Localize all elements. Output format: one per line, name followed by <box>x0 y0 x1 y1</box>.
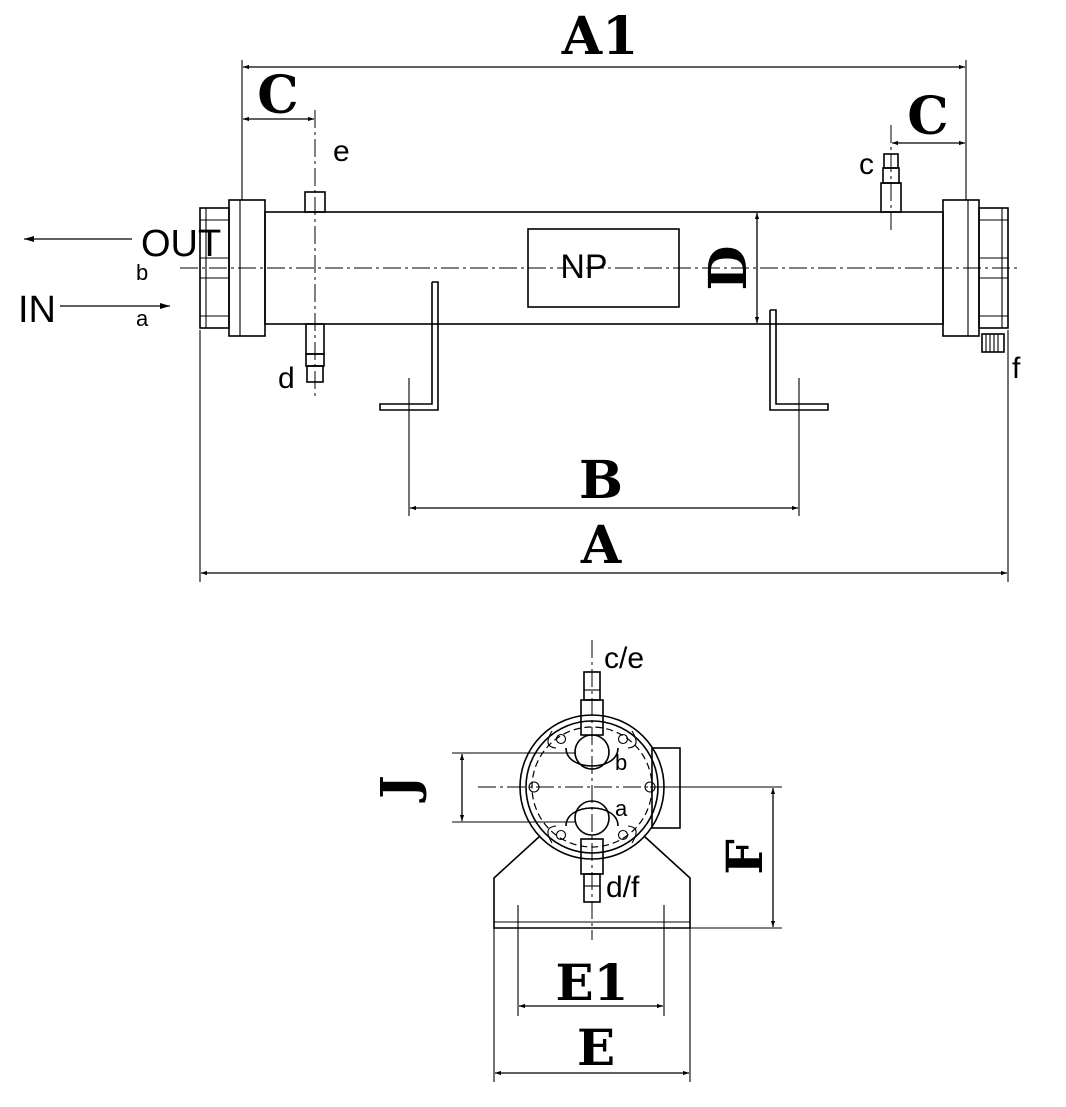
end-saddle <box>493 835 691 929</box>
end-port-a-label: a <box>615 796 628 821</box>
port-c <box>880 125 902 232</box>
right-flange <box>942 199 1009 353</box>
dim-E1-label: E1 <box>556 953 629 1012</box>
port-a-label: a <box>136 306 149 331</box>
in-label: IN <box>18 289 56 331</box>
port-df-label: d/f <box>606 871 640 904</box>
out-label: OUT <box>141 223 221 265</box>
right-support <box>769 309 829 516</box>
dim-F-label: F <box>715 839 774 875</box>
side-view: NP OUT <box>18 6 1021 582</box>
end-view: c/e d/f b a J F E1 E <box>369 640 782 1082</box>
left-flange <box>199 199 266 337</box>
dim-B-label: B <box>579 450 623 511</box>
port-f-label: f <box>1012 352 1021 385</box>
end-port-b-label: b <box>615 750 627 775</box>
port-d-label: d <box>278 362 295 395</box>
left-support <box>379 281 439 516</box>
nameplate-label: NP <box>560 248 607 286</box>
dim-J-label: J <box>369 775 428 803</box>
port-b-label: b <box>136 260 148 285</box>
dim-E-label: E <box>577 1018 615 1077</box>
port-e-label: e <box>333 135 350 168</box>
port-d <box>305 323 325 383</box>
dim-A1-label: A1 <box>561 6 639 67</box>
port-e <box>304 110 326 400</box>
nameplate-box <box>527 228 680 308</box>
dim-D-label: D <box>698 245 759 290</box>
port-ce-label: c/e <box>604 642 644 675</box>
dim-C-right-label: C <box>907 86 948 147</box>
dim-C-left-label: C <box>257 65 298 126</box>
port-c-label: c <box>859 148 874 181</box>
end-side-block <box>651 747 681 829</box>
dim-A-label: A <box>580 515 622 576</box>
